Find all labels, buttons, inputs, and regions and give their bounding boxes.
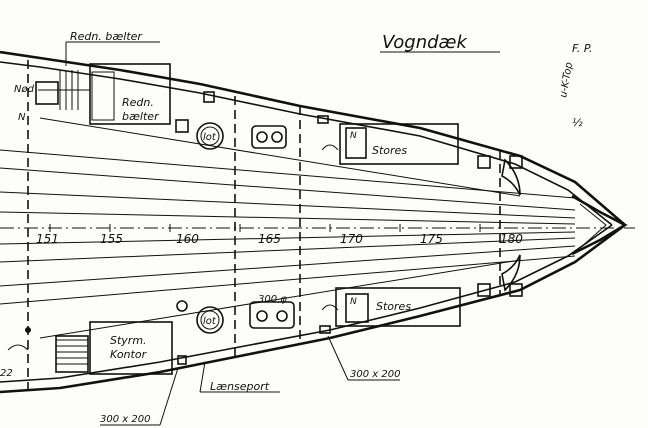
frame-number-151: 151 bbox=[36, 232, 59, 246]
door-swing-left bbox=[7, 344, 29, 351]
frame-number-160: 160 bbox=[176, 232, 199, 246]
label-300x200-right: 300 x 200 bbox=[350, 369, 400, 380]
stair-lower-left bbox=[56, 339, 88, 365]
frame-number-165: 165 bbox=[258, 232, 281, 246]
label-stores-lower: Stores bbox=[376, 300, 411, 313]
label-redn: Redn. bbox=[122, 96, 154, 109]
frame-ticks bbox=[49, 224, 481, 232]
label-n-lower-stores: N bbox=[350, 297, 357, 307]
hull-outline-upper bbox=[0, 50, 626, 226]
stores-room-upper bbox=[339, 123, 459, 165]
drawing-title: Vogndæk bbox=[382, 32, 468, 53]
label-nod: Nød bbox=[14, 84, 35, 95]
stair-lower-frame bbox=[55, 335, 89, 373]
frame-number-155: 155 bbox=[100, 232, 123, 246]
bollard-lower-post-2 bbox=[276, 310, 288, 322]
door-swing-lower bbox=[321, 304, 339, 311]
label-n-upper-stores: N bbox=[350, 131, 357, 141]
lot-hatch-lower bbox=[196, 306, 224, 334]
label-styrm: Styrm. bbox=[110, 334, 147, 347]
stores-room-lower bbox=[335, 287, 461, 327]
frame-lines bbox=[27, 60, 501, 392]
label-stores-upper: Stores bbox=[372, 144, 407, 157]
fp-label: F. P. bbox=[572, 42, 593, 55]
nod-box bbox=[35, 81, 59, 105]
label-redn-baelter-top: Redn. bælter bbox=[70, 30, 143, 43]
anchor-lower bbox=[501, 254, 521, 292]
door-swing-upper bbox=[321, 144, 339, 151]
mark-dot-left bbox=[25, 327, 31, 333]
styrm-kontor-room bbox=[89, 321, 173, 375]
label-frame-22: 22 bbox=[0, 368, 13, 379]
hull-outline-lower bbox=[0, 223, 626, 394]
label-300x200-left: 300 x 200 bbox=[100, 414, 150, 425]
stores-n-box-lower bbox=[345, 293, 369, 323]
label-lot-upper: lot bbox=[203, 132, 217, 143]
frame-number-175: 175 bbox=[420, 232, 443, 246]
hull-inner-lower bbox=[0, 224, 613, 383]
bollard-upper bbox=[251, 125, 287, 149]
small-ring-lower bbox=[176, 300, 188, 312]
winch-lower-b bbox=[509, 283, 523, 297]
label-baelter: bælter bbox=[122, 110, 160, 123]
small-box-upper-2 bbox=[203, 91, 215, 103]
frame-number-180: 180 bbox=[500, 232, 523, 246]
stores-n-box-upper bbox=[345, 127, 367, 159]
anchor-upper bbox=[501, 158, 521, 196]
bollard-upper-post-1 bbox=[256, 131, 268, 143]
label-n-left: N bbox=[18, 112, 26, 123]
bollard-lower bbox=[249, 301, 295, 329]
scupper-lower bbox=[319, 325, 331, 334]
leader-lines bbox=[65, 41, 500, 426]
winch-upper-a bbox=[477, 155, 491, 169]
label-300-phi: 300 φ bbox=[258, 294, 287, 305]
bow-stem-inner bbox=[579, 203, 607, 249]
lot-hatch-upper bbox=[196, 122, 224, 150]
redn-baelter-room bbox=[89, 63, 171, 125]
frame-number-170: 170 bbox=[340, 232, 363, 246]
side-mark: ½ bbox=[572, 116, 583, 129]
scupper-upper bbox=[317, 115, 329, 124]
bow-stem bbox=[571, 194, 628, 256]
ktop-label: u-K-Top bbox=[558, 61, 575, 98]
small-box-lower bbox=[177, 355, 187, 365]
lot-hatch-lower-inner bbox=[200, 310, 220, 330]
small-box-upper bbox=[175, 119, 189, 133]
stair-upper-left bbox=[59, 70, 79, 110]
bollard-lower-post-1 bbox=[256, 310, 268, 322]
label-kontor: Kontor bbox=[110, 348, 148, 361]
redn-box-small bbox=[91, 71, 115, 121]
lane-lines bbox=[0, 117, 576, 339]
lot-hatch-upper-inner bbox=[200, 126, 220, 146]
winch-upper-b bbox=[509, 155, 523, 169]
winch-lower-a bbox=[477, 283, 491, 297]
bollard-upper-post-2 bbox=[271, 131, 283, 143]
label-lot-lower: lot bbox=[203, 316, 217, 327]
label-laenseport: Lænseport bbox=[210, 380, 270, 393]
